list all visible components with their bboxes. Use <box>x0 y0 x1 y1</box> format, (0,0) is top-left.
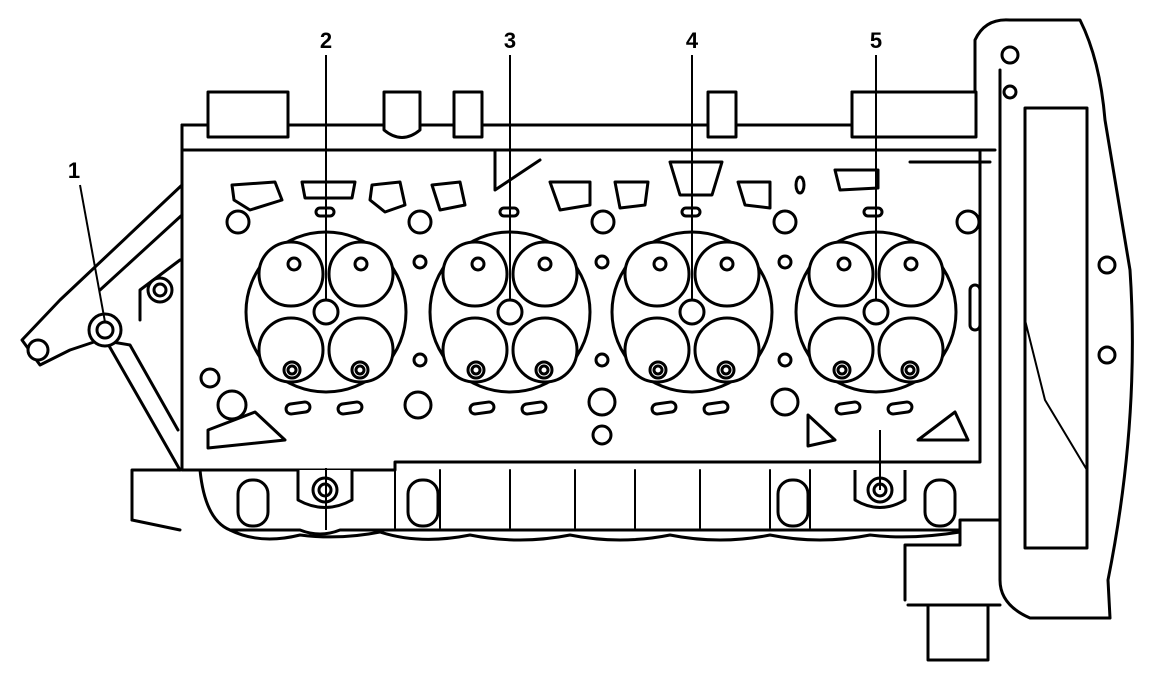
valve-guide <box>470 256 486 272</box>
valve-seat <box>623 316 691 384</box>
valve-seat <box>511 240 579 308</box>
callout-3: 3 <box>504 28 516 300</box>
spark-plug-hole <box>496 298 524 326</box>
coolant-slot <box>468 400 496 416</box>
valve-seat <box>441 316 509 384</box>
spark-plug-hole <box>678 298 706 326</box>
valve-seat <box>327 316 395 384</box>
callout-5: 5 <box>870 28 882 490</box>
callout-number: 5 <box>870 28 882 53</box>
valve-seat <box>511 316 579 384</box>
coolant-slot <box>702 400 730 416</box>
callout-layer: 1 2 3 4 5 <box>68 28 882 530</box>
valve-seat <box>877 316 945 384</box>
combustion-chambers <box>244 230 958 394</box>
valve-guide <box>719 256 735 272</box>
valve-seat <box>623 240 691 308</box>
coolant-slot <box>650 400 678 416</box>
valve-seat <box>441 240 509 308</box>
upper-ports <box>225 160 981 235</box>
bottom-rail <box>198 468 1002 662</box>
callout-number: 3 <box>504 28 516 53</box>
valve-guide <box>836 256 852 272</box>
valve-seat <box>807 316 875 384</box>
spark-plug-hole <box>862 298 890 326</box>
left-bracket <box>20 183 184 532</box>
valve-guide <box>652 256 668 272</box>
head-bolt-hole-inner <box>836 364 848 376</box>
valve-seat <box>327 240 395 308</box>
valve-seat <box>257 316 325 384</box>
callout-1: 1 <box>68 158 106 323</box>
valve-guide <box>903 256 919 272</box>
cylinder-3 <box>610 230 774 394</box>
cylinder-4 <box>794 230 958 394</box>
head-bolt-hole-inner <box>720 364 732 376</box>
head-bolt-hole-inner <box>652 364 664 376</box>
callout-number: 2 <box>320 28 332 53</box>
valve-guide <box>353 256 369 272</box>
coolant-slot <box>520 400 548 416</box>
cylinder-2 <box>428 230 592 394</box>
callout-number: 1 <box>68 158 80 183</box>
callout-number: 4 <box>686 28 699 53</box>
valve-seat <box>877 240 945 308</box>
valve-seat <box>807 240 875 308</box>
coolant-slot <box>834 400 862 416</box>
head-bolt-hole-inner <box>286 364 298 376</box>
valve-guide <box>537 256 553 272</box>
head-bolt-hole-inner <box>904 364 916 376</box>
spark-plug-hole <box>312 298 340 326</box>
head-body <box>180 90 997 472</box>
leader-line <box>79 184 106 323</box>
head-bolt-hole-inner <box>538 364 550 376</box>
coolant-slot <box>284 400 312 416</box>
head-bolt-hole-inner <box>354 364 366 376</box>
callout-4: 4 <box>686 28 699 300</box>
lower-ports <box>199 254 982 450</box>
valve-seat <box>257 240 325 308</box>
valve-seat <box>693 316 761 384</box>
coolant-slot <box>336 400 364 416</box>
valve-seat <box>693 240 761 308</box>
head-bolt-hole-inner <box>470 364 482 376</box>
valve-guide <box>286 256 302 272</box>
cylinder-1 <box>244 230 408 394</box>
callout-2: 2 <box>320 28 332 530</box>
timing-cover <box>903 18 1134 620</box>
coolant-slot <box>886 400 914 416</box>
